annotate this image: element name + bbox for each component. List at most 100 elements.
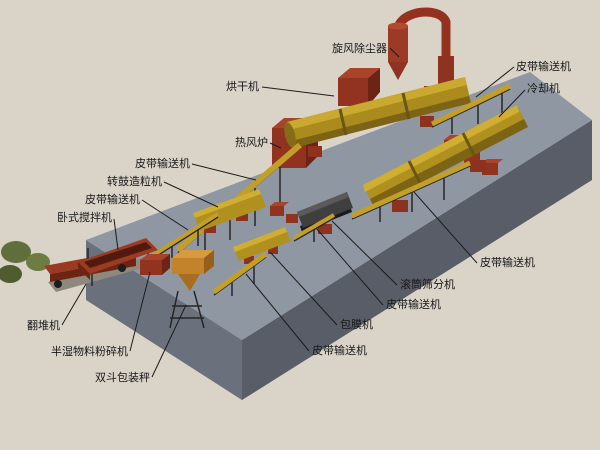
leader-line: [498, 89, 526, 118]
label-belt-conveyor-bottom-1: 皮带输送机: [312, 343, 367, 357]
leader-line: [245, 273, 310, 352]
block: [270, 206, 284, 216]
conveyor-belt: [150, 212, 220, 258]
drum-support: [392, 200, 408, 212]
drum-support: [244, 256, 254, 264]
drum-support: [204, 224, 216, 233]
scale-hopper-side: [204, 250, 214, 274]
leader-line: [163, 181, 219, 208]
drum-ring: [407, 160, 422, 184]
box-front: [338, 78, 368, 106]
drum-ring: [461, 132, 476, 156]
drum-support: [308, 146, 322, 157]
belt-conveyor-coating-machine: [293, 213, 335, 242]
leader-line: [269, 142, 282, 149]
screener-highlight: [297, 192, 349, 217]
leader-line: [413, 191, 478, 264]
label-hot-air-furnace: 热风炉: [235, 136, 268, 149]
drum-support: [268, 246, 278, 254]
tree-icon: [26, 253, 50, 271]
dryer-drum-shade: [291, 96, 471, 148]
turner-wheel: [54, 280, 62, 288]
turner-wheel: [118, 264, 126, 272]
leader-line: [129, 271, 151, 352]
crusher-side: [162, 254, 170, 275]
block: [286, 214, 298, 223]
platform-left-face: [86, 240, 242, 400]
conveyor-frame: [351, 165, 471, 220]
leader-line: [113, 218, 119, 251]
crusher-top: [140, 254, 170, 260]
leader-line: [475, 66, 515, 98]
label-compost-turner: 翻堆机: [27, 318, 60, 332]
dryer-drum-highlight: [287, 77, 467, 130]
scale-hopper-front: [172, 258, 204, 274]
drum-support: [420, 116, 434, 127]
drum-ring: [338, 108, 348, 136]
support-blocks-center: [270, 202, 298, 223]
tree-icon: [1, 241, 31, 263]
dryer-drum-endcap: [284, 122, 296, 148]
dryer-drum-machine: [284, 77, 471, 157]
cyclone-top-cap: [388, 22, 408, 30]
dryer-inlet-box: [338, 68, 380, 106]
label-coating-machine: 包膜机: [340, 317, 373, 331]
vegetation: [0, 241, 50, 283]
tree-icon: [0, 265, 22, 283]
belt-conveyor-top-right-machine: [430, 83, 512, 134]
conveyor-frame: [151, 216, 219, 260]
drum-support: [470, 160, 486, 172]
conveyor-belt: [212, 251, 268, 295]
coating-drum-highlight: [233, 227, 287, 252]
leader-line: [389, 47, 400, 58]
coating-machine-drum: [233, 227, 291, 264]
label-belt-conveyor-left-2: 皮带输送机: [85, 192, 140, 206]
label-rotary-drum-screener: 滚筒筛分机: [400, 277, 455, 291]
box-side: [368, 68, 380, 106]
label-semi-wet-material-crusher: 半湿物料粉碎机: [51, 344, 128, 358]
belt-conveyor-right-machine: [350, 160, 472, 222]
conveyor-frame: [293, 217, 335, 242]
leader-line: [141, 199, 189, 231]
mixer-trough-inner: [84, 242, 152, 268]
granulator-drum-highlight: [193, 189, 261, 218]
leader-line: [61, 283, 87, 326]
mixer-trough-front: [78, 262, 90, 280]
label-double-hopper-packing-scale: 双斗包装秤: [95, 371, 150, 384]
leader-line: [261, 86, 335, 97]
label-dryer: 烘干机: [226, 79, 259, 93]
drum-support: [236, 212, 248, 221]
cyclone-body: [388, 26, 408, 62]
box-top: [338, 68, 380, 78]
packing-scale-machine: [169, 250, 214, 329]
label-belt-conveyor-left-1: 皮带输送机: [135, 156, 190, 170]
label-cyclone-dust-collector: 旋风除尘器: [332, 41, 387, 55]
label-rotary-drum-granulator: 转鼓造粒机: [107, 174, 162, 188]
mixer-machine: [78, 238, 158, 286]
belt-conveyor-left-lower-machine: [150, 212, 220, 260]
label-belt-conveyor-right: 皮带输送机: [480, 255, 535, 269]
label-cooler: 冷却机: [527, 81, 560, 95]
cyclone-cone: [388, 62, 408, 80]
conveyor-belt: [350, 160, 472, 219]
leader-line: [331, 220, 398, 286]
conveyor-belt: [293, 213, 335, 240]
platform-front-face: [242, 120, 592, 400]
leader-line: [191, 163, 257, 181]
cooler-drum-shade: [370, 119, 528, 207]
scale-funnel: [178, 274, 200, 291]
label-horizontal-mixer: 卧式搅拌机: [57, 210, 112, 224]
block-top: [270, 202, 289, 206]
cyclone-pipe: [393, 7, 451, 65]
scale-leg: [169, 290, 179, 329]
leader-line: [315, 227, 384, 306]
conveyor-belt: [430, 83, 512, 127]
scale-leg: [193, 290, 205, 329]
label-belt-conveyor-top-right: 皮带输送机: [516, 59, 571, 73]
cooler-drum-machine: [363, 105, 528, 212]
block-top: [482, 159, 503, 163]
belt-conveyor-bottom-machine: [212, 251, 268, 296]
screener-hopper: [318, 224, 332, 234]
scale-hopper-top: [172, 250, 214, 258]
